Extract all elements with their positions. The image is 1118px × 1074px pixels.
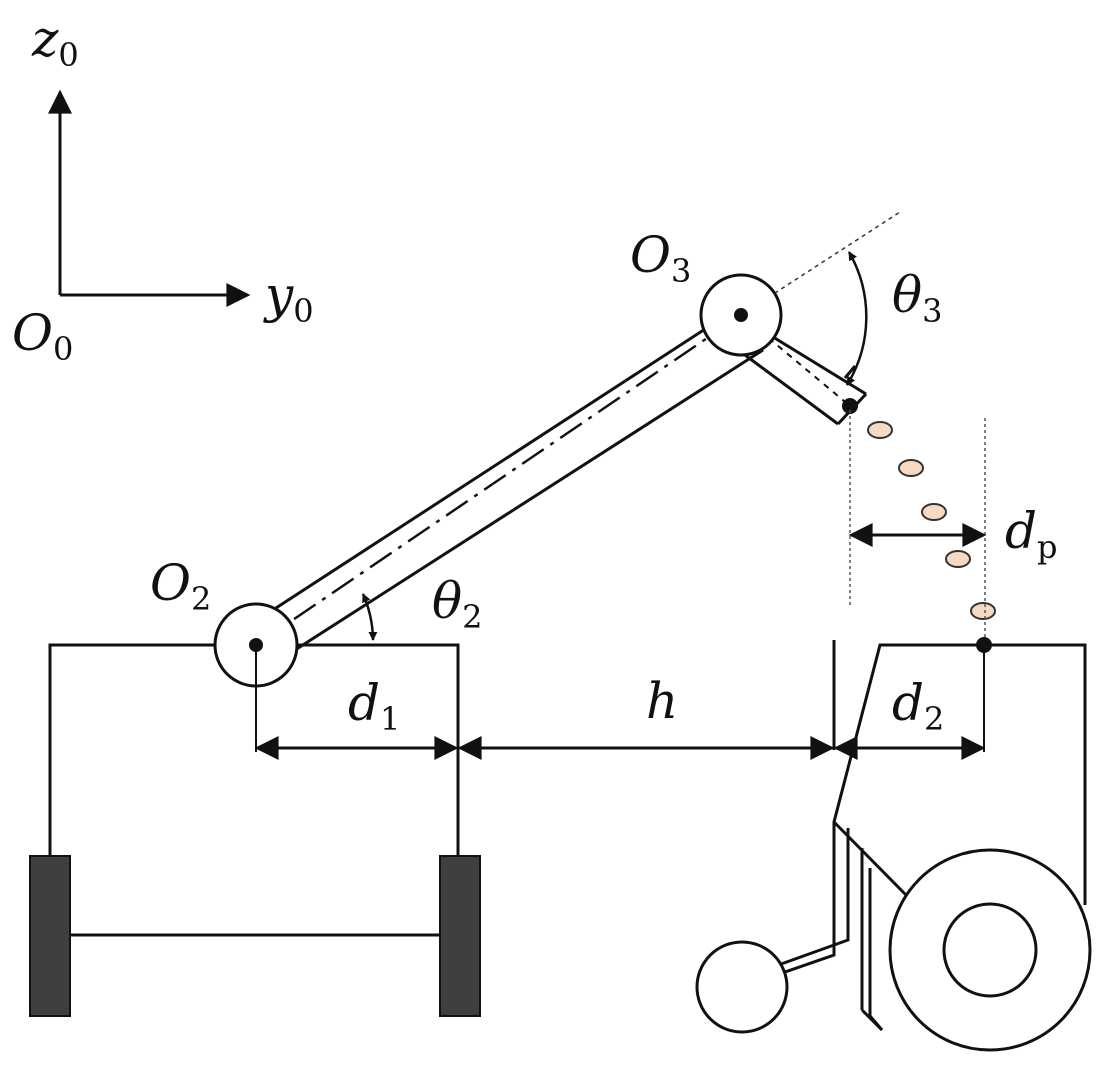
label-O2: O2	[150, 554, 211, 618]
label-y0: y0	[263, 266, 314, 330]
label-O0: O0	[12, 304, 73, 368]
particle	[898, 459, 924, 477]
main-arm-centerline	[255, 313, 742, 647]
tractor-frame	[48, 643, 460, 937]
main-arm-link	[255, 318, 764, 661]
left-wheel	[29, 855, 71, 1017]
joint-O3	[699, 273, 783, 357]
dimension-extension-lines	[255, 652, 985, 752]
nozzle-point	[842, 398, 858, 414]
label-O3: O3	[630, 226, 691, 290]
label-h: h	[646, 672, 678, 730]
label-z0: z0	[31, 10, 79, 74]
label-dp: dp	[1005, 502, 1058, 566]
theta2-arc	[361, 593, 378, 641]
label-theta3: θ3	[892, 266, 942, 330]
harvester-front-wheel	[695, 940, 789, 1034]
target-point	[976, 637, 992, 653]
dp-guides	[849, 410, 986, 640]
label-theta2: θ2	[432, 572, 482, 636]
harvester-rear-wheel	[888, 848, 1092, 1052]
harvester-body	[761, 640, 1087, 1032]
particle-trajectory	[867, 421, 996, 620]
particle	[970, 602, 996, 620]
particle	[921, 503, 947, 521]
particle	[945, 550, 971, 568]
label-d1: d1	[348, 674, 400, 738]
coordinate-frame	[48, 89, 251, 307]
right-wheel	[439, 855, 481, 1017]
label-d2: d2	[892, 674, 944, 738]
particle	[867, 421, 893, 439]
theta3-arc	[845, 251, 868, 386]
